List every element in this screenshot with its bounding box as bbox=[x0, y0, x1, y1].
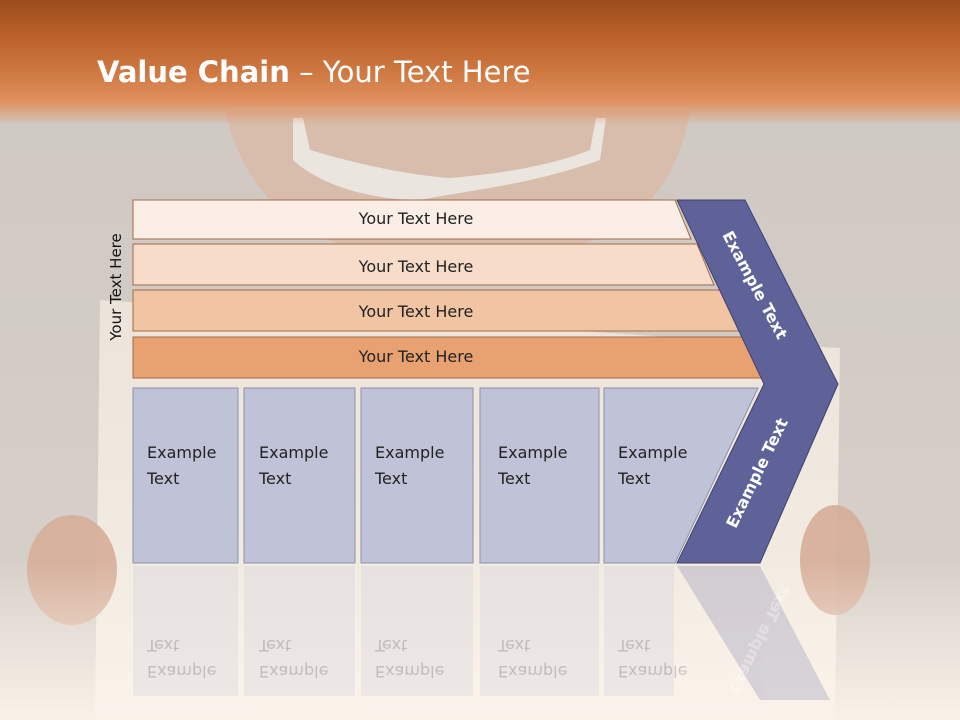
primary-box-3-label: Example Text bbox=[375, 443, 445, 488]
margin-chevron bbox=[676, 199, 839, 564]
slide-title: Value Chain – Your Text Here bbox=[97, 55, 531, 89]
support-band-4-label: Your Text Here bbox=[358, 347, 474, 366]
support-side-label: Your Text Here bbox=[107, 233, 125, 341]
reflection bbox=[133, 566, 830, 700]
primary-box-1-label: Example Text bbox=[147, 443, 217, 488]
primary-box-3 bbox=[360, 387, 474, 564]
primary-box-2 bbox=[243, 387, 356, 564]
primary-box-2-reflection: Example Text bbox=[259, 636, 329, 681]
support-band-3-label: Your Text Here bbox=[358, 302, 474, 321]
primary-box-5-reflection: Example Text bbox=[618, 636, 688, 681]
support-band-2 bbox=[132, 243, 715, 286]
support-band-2-label: Your Text Here bbox=[358, 257, 474, 276]
primary-box-1 bbox=[132, 387, 239, 564]
primary-box-4 bbox=[479, 387, 600, 564]
title-bar bbox=[0, 0, 960, 125]
primary-box-2-label: Example Text bbox=[259, 443, 329, 488]
slide-title-rest: – Your Text Here bbox=[289, 55, 531, 89]
primary-box-4-reflection: Example Text bbox=[498, 636, 568, 681]
primary-box-3-reflection: Example Text bbox=[375, 636, 445, 681]
primary-box-4-label: Example Text bbox=[498, 443, 568, 488]
primary-box-5-label: Example Text bbox=[618, 443, 688, 488]
support-band-1-label: Your Text Here bbox=[358, 209, 474, 228]
primary-box-5 bbox=[603, 387, 759, 564]
support-band-1 bbox=[132, 199, 692, 240]
primary-box-1-reflection: Example Text bbox=[147, 636, 217, 681]
slide-title-bold: Value Chain bbox=[97, 55, 290, 89]
